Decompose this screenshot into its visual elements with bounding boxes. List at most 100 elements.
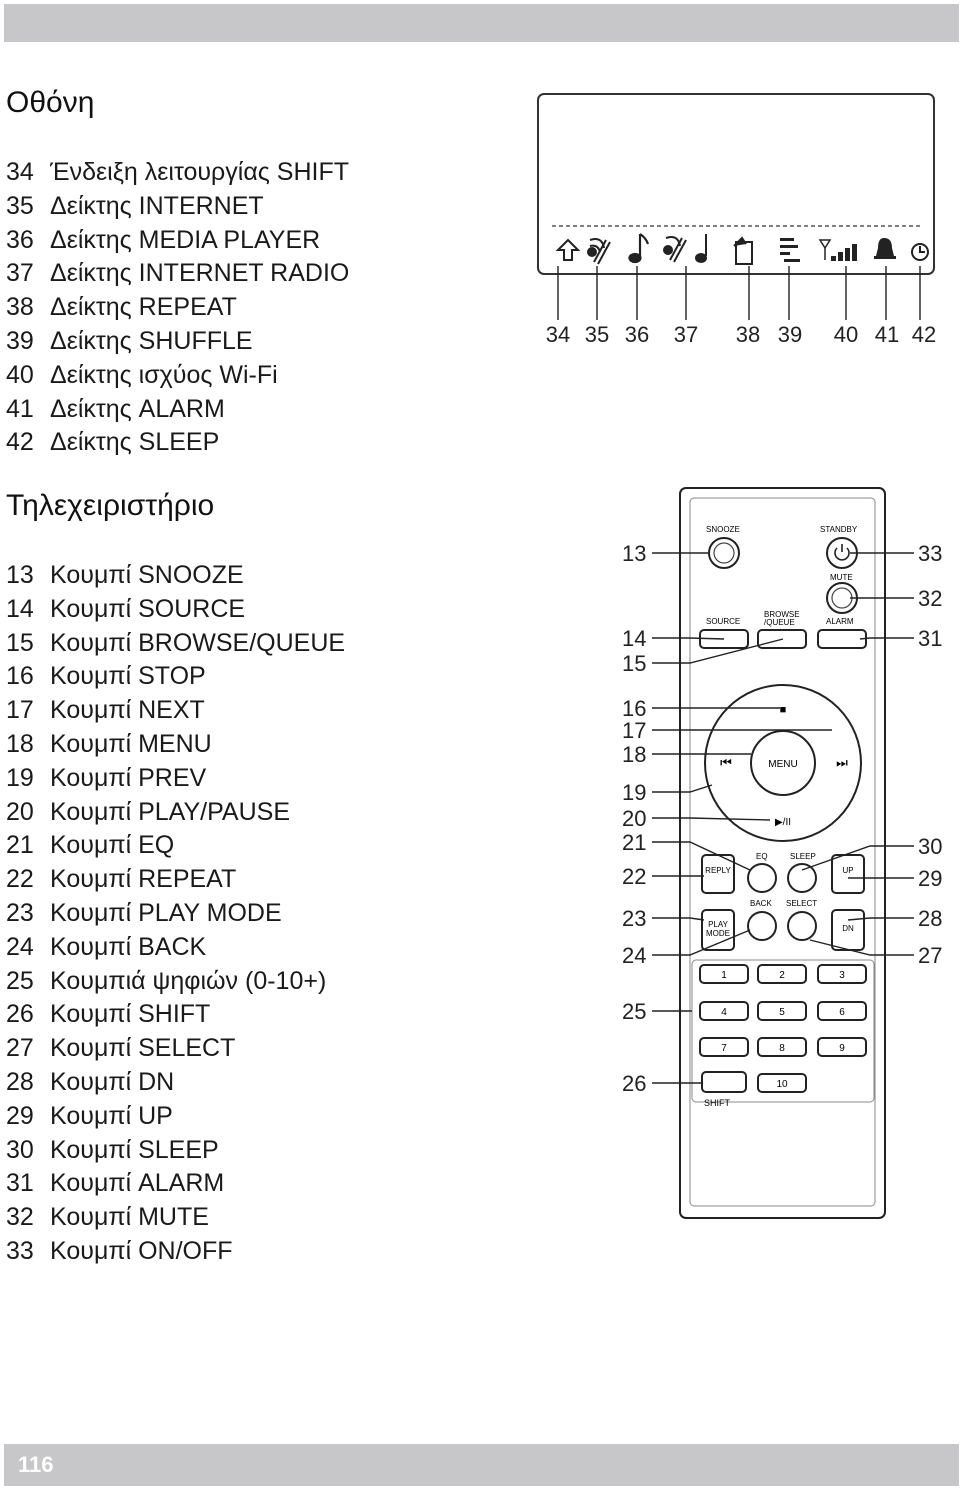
callout-number: 33 [918,541,942,566]
digit-button[interactable] [699,964,749,984]
callout-number: 41 [875,322,899,347]
legend-number: 24 [6,932,34,961]
stop-icon[interactable]: ■ [780,704,787,716]
menu-label: MENU [768,759,797,770]
digit-button[interactable] [817,1037,867,1057]
legend-number: 32 [6,1203,34,1232]
legend-label: Κουμπί EQ [50,831,175,860]
digit-button[interactable] [817,964,867,984]
callout-number: 14 [622,626,646,651]
lcd-frame [537,93,935,275]
callout-line [652,784,713,793]
digit-button[interactable] [699,1001,749,1021]
legend-label: Κουμπί MENU [50,729,212,758]
source-label: SOURCE [706,617,740,626]
reply-label: REPLY [705,866,731,875]
callout-number: 19 [622,780,646,805]
next-icon[interactable]: ⏭ [836,755,848,770]
callout-number: 39 [778,322,802,347]
digit-button[interactable] [757,1037,807,1057]
digit-area [691,959,875,1103]
legend-number: 25 [6,966,34,995]
callout-number: 40 [834,322,858,347]
legend-number: 36 [6,225,34,254]
callout-number: 15 [622,651,646,676]
shuffle-icon [780,238,800,262]
legend-label: Δείκτης MEDIA PLAYER [50,225,321,254]
legend-number: 18 [6,729,34,758]
remote-body [679,487,886,1219]
digit-button[interactable] [757,964,807,984]
menu-button[interactable] [750,730,816,796]
legend-label: Κουμπί BACK [50,932,207,961]
legend-number: 35 [6,191,34,220]
legend-label: Δείκτης INTERNET [50,191,264,220]
sleep-button[interactable] [787,863,817,893]
digit-label: 7 [721,1043,727,1054]
callout-number: 30 [918,834,942,859]
legend-label: Κουμπί MUTE [50,1203,209,1232]
callout-number: 36 [625,322,649,347]
digit-button[interactable] [817,1001,867,1021]
eq-label: EQ [756,852,768,861]
legend-label: Κουμπί PLAY/PAUSE [50,797,291,826]
legend-number: 38 [6,293,34,322]
callout-line [859,637,914,640]
callout-number: 34 [546,322,570,347]
legend-item: 32 Κουμπί MUTE [6,1201,345,1235]
digit-label: 10 [776,1079,788,1090]
legend-label: Κουμπί UP [50,1101,173,1130]
prev-icon[interactable]: ⏮ [720,755,732,770]
sleep-label: SLEEP [790,852,816,861]
up-button[interactable] [831,854,865,894]
shift-button[interactable] [701,1071,747,1093]
legend-number: 34 [6,158,34,186]
back-button[interactable] [747,911,777,941]
remote-section-title: Τηλεχειριστήριο [6,489,215,522]
legend-number: 31 [6,1169,34,1198]
callout-number: 13 [622,541,646,566]
legend-label: Δείκτης ισχύος Wi-Fi [50,360,278,389]
callout-number: 42 [912,322,936,347]
legend-number: 29 [6,1101,34,1130]
legend-label: Κουμπί SOURCE [50,594,246,623]
eq-button[interactable] [747,863,777,893]
legend-label: Κουμπί NEXT [50,696,205,725]
legend-number: 23 [6,898,34,927]
legend-number: 21 [6,831,34,860]
legend-number: 17 [6,696,34,725]
callout-number: 22 [622,864,646,889]
remote-callouts: 1314151617181920212223242526333231302928… [622,541,942,1096]
digit-button-10[interactable] [757,1073,807,1093]
legend-item: 29 Κουμπί UP [6,1100,345,1134]
digit-button[interactable] [757,1001,807,1021]
alarm-button[interactable] [817,629,867,649]
digit-label: 9 [839,1043,845,1054]
select-button[interactable] [787,911,817,941]
digit-button[interactable] [699,1037,749,1057]
legend-number: 28 [6,1067,34,1096]
alarm-label: ALARM [826,617,854,626]
play-pause-icon[interactable]: ▶/II [775,817,791,828]
callout-line [809,939,914,956]
callout-number: 29 [918,866,942,891]
callout-line [652,637,725,640]
back-label: BACK [750,899,772,908]
callout-line [652,929,751,956]
callout-line [652,638,784,664]
digit-label: 6 [839,1007,845,1018]
legend-number: 22 [6,865,34,894]
